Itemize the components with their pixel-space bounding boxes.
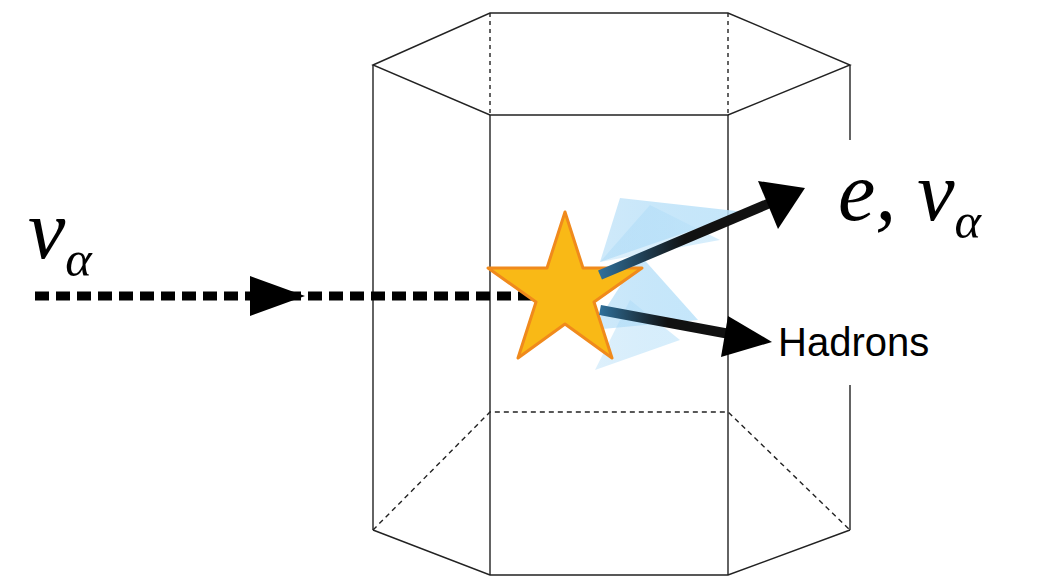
outgoing-label: e, να	[838, 150, 981, 234]
hadrons-label: Hadrons	[778, 322, 929, 362]
neutrino-label: να	[28, 188, 92, 272]
